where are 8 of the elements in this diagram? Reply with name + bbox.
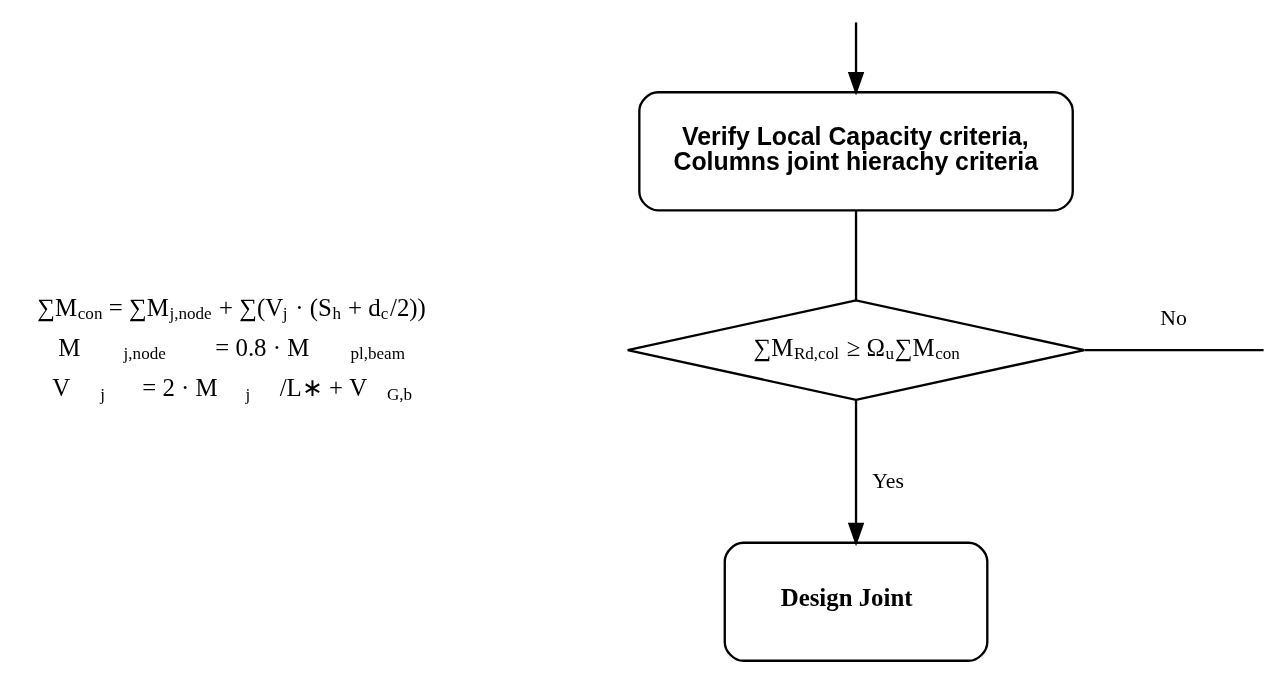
connector	[1084, 348, 1264, 352]
edge-label: No	[1160, 305, 1187, 330]
node-box: Design Joint	[723, 541, 989, 662]
arrow	[847, 400, 865, 547]
edge-label: Yes	[872, 468, 904, 493]
node-box: Verify Local Capacity criteria, Columns joint hierachy criteria	[638, 91, 1074, 212]
arrow	[847, 22, 865, 96]
connector	[854, 210, 858, 300]
